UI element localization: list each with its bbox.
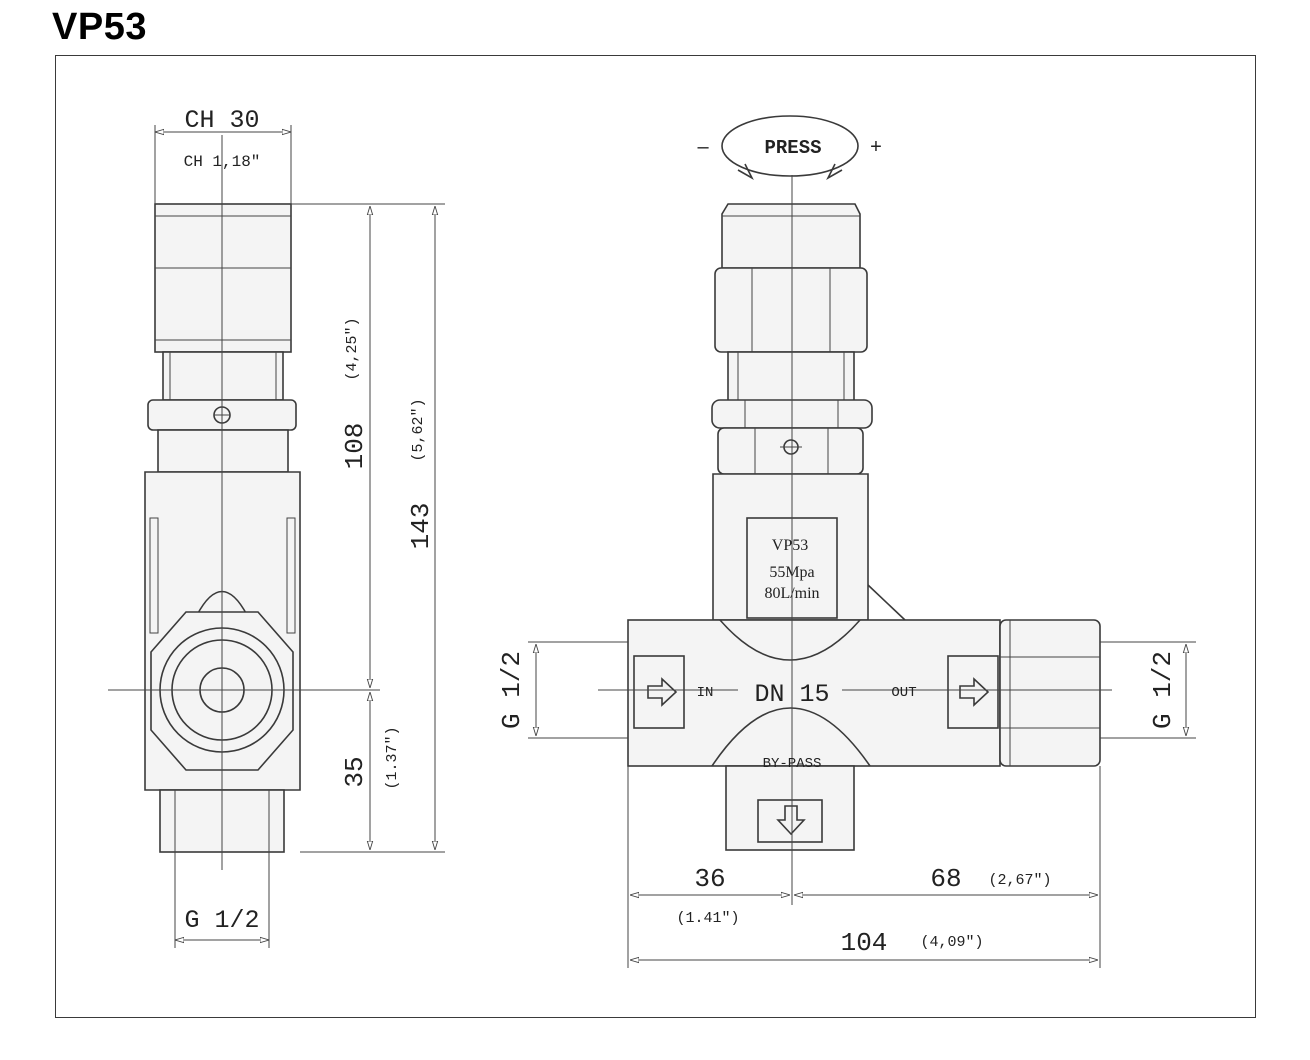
wrench-size-inch-label: CH 1,18" [184,153,261,171]
height-inlet-label: 108 [340,423,370,470]
press-label: PRESS [764,137,821,159]
outlet-window [947,655,999,729]
dim-left-label: 36 [694,864,725,894]
bottom-thread-label: G 1/2 [184,906,259,935]
height-lower-label: 35 [340,756,370,787]
front-lower-hex [717,427,864,475]
front-top-cap [721,203,861,269]
front-upper-dome [719,619,861,661]
nominal-diameter-label: DN 15 [754,680,829,709]
inlet-arrow-icon [647,677,678,707]
side-top-nut [154,203,292,353]
press-plus-label: + [870,136,882,158]
bypass-label: BY-PASS [763,756,822,772]
front-lower-dome [711,707,871,767]
press-minus-label: – [697,136,709,158]
side-view: CH 30 CH 1,18" 108 (4,25") 35 (1.37") 14… [108,106,445,948]
plate-model-label: VP53 [772,537,808,554]
height-lower-inch-label: (1.37") [384,726,401,789]
drawing-frame [55,55,1256,1018]
wrench-size-label: CH 30 [184,106,259,135]
press-arrow-right-icon [826,163,843,181]
front-main-body [627,619,1001,767]
front-view: PRESS – + VP53 55Mpa 80L/min [497,115,1196,968]
left-thread-label: G 1/2 [497,651,527,729]
drawing-title: VP53 [52,6,147,48]
height-inlet-inch-label: (4,25") [344,317,361,380]
side-lower-neck [157,429,289,473]
dim-right-label: 68 [930,864,961,894]
bypass-window [757,799,823,843]
press-arrow-left-icon [737,163,754,181]
front-neck [727,351,855,403]
dim-total-label: 104 [841,928,888,958]
outlet-hex [999,619,1101,767]
side-neck [162,351,284,401]
outlet-arrow-icon [959,677,990,707]
press-adjust-ring [721,115,859,177]
dim-left-inch-label: (1.41") [676,910,739,927]
bypass-arrow-icon [776,805,806,836]
height-total-label: 143 [406,503,436,550]
outlet-label: OUT [891,685,916,701]
inlet-label: IN [697,685,714,701]
dim-total-inch-label: (4,09") [920,934,983,951]
dim-right-inch-label: (2,67") [988,872,1051,889]
height-total-inch-label: (5,62") [410,398,427,461]
front-top-hex [714,267,868,353]
right-thread-label: G 1/2 [1148,651,1178,729]
